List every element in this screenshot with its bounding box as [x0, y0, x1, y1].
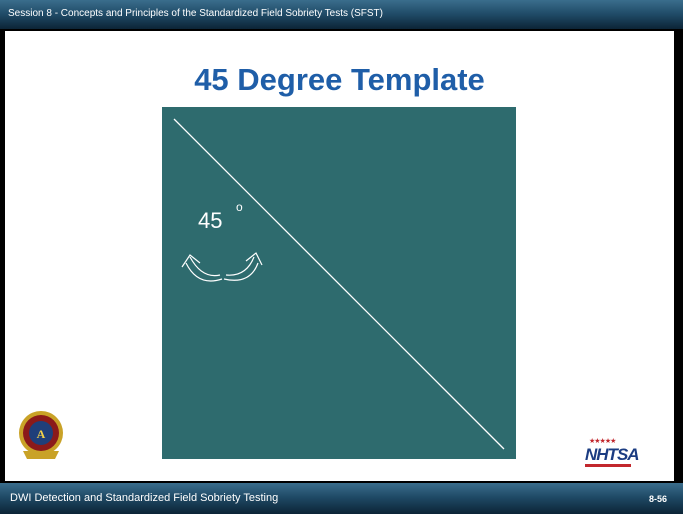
nhtsa-underline	[585, 464, 631, 467]
header-bar: Session 8 - Concepts and Principles of t…	[0, 0, 683, 31]
session-title: Session 8 - Concepts and Principles of t…	[8, 8, 383, 19]
left-curved-arrow-icon	[181, 254, 223, 282]
nhtsa-stars-icon: ★★★★★	[589, 438, 616, 445]
degree-symbol: o	[236, 200, 243, 214]
slide-content: 45 Degree Template 45 o A	[5, 31, 674, 481]
police-chiefs-seal-icon: A	[19, 411, 63, 459]
angle-label: 45	[198, 208, 223, 233]
nhtsa-wordmark: NHTSA	[585, 445, 640, 464]
footer-bar: DWI Detection and Standardized Field Sob…	[0, 483, 683, 514]
slide-title: 45 Degree Template	[194, 62, 485, 97]
template-square	[162, 107, 516, 459]
slide-number: 8-56	[648, 494, 667, 504]
svg-text:A: A	[37, 427, 46, 441]
course-title: DWI Detection and Standardized Field Sob…	[10, 492, 279, 504]
diagonal-line	[173, 118, 505, 450]
right-curved-arrow-icon	[223, 252, 263, 281]
nhtsa-logo: ★★★★★ NHTSA	[585, 437, 640, 475]
